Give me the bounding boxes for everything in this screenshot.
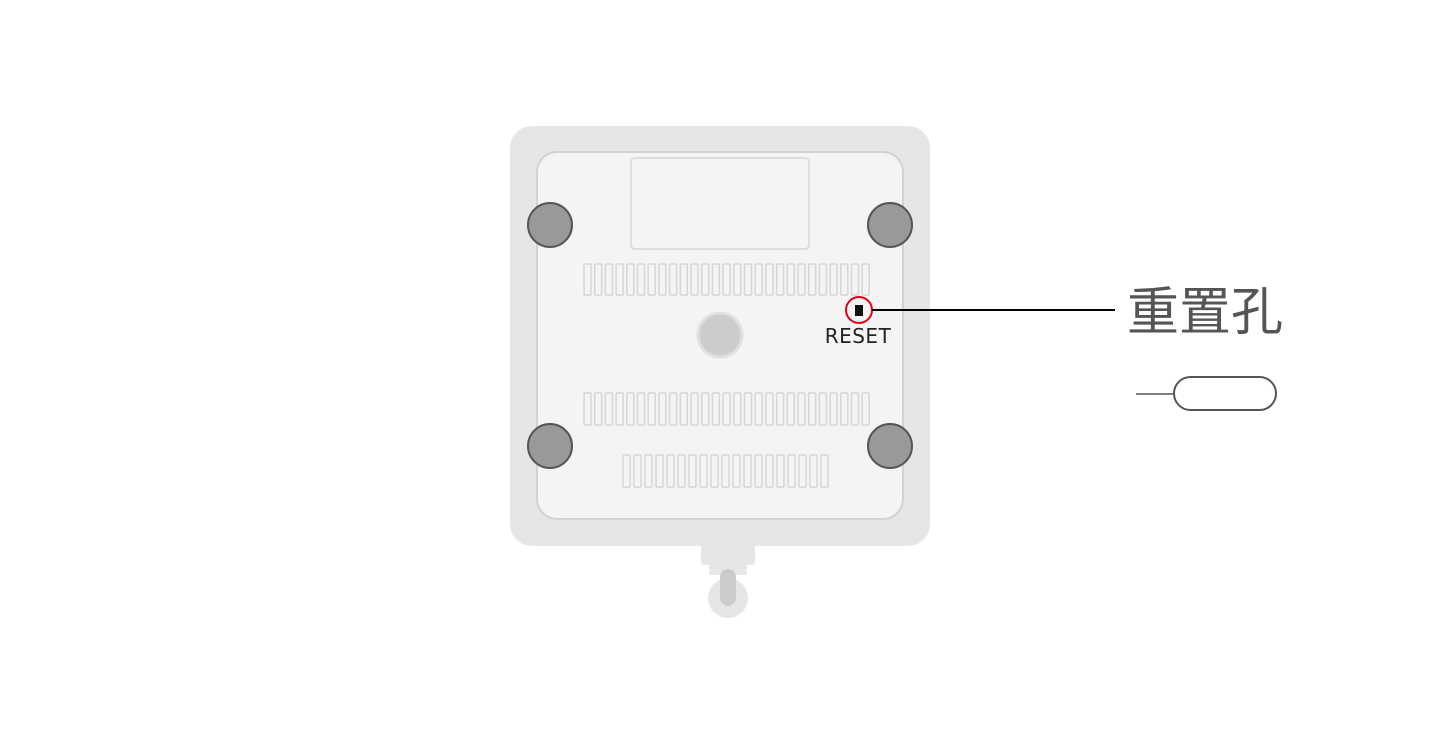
vent-slot [658, 263, 667, 296]
vent-slot [690, 263, 699, 296]
foot-bottom-left [527, 423, 573, 469]
vent-slot [690, 392, 699, 426]
vent-slot [797, 263, 806, 296]
vent-slot [743, 392, 753, 426]
vent-slot [668, 263, 678, 296]
vent-slot [829, 263, 838, 296]
vent-slot [798, 454, 807, 488]
foot-bottom-right [867, 423, 913, 469]
vent-slot [820, 454, 829, 488]
vent-slot [593, 263, 603, 296]
vent-slot [861, 392, 870, 426]
vent-slot [636, 263, 646, 296]
vent-slot [786, 263, 796, 296]
vent-slot [593, 392, 603, 426]
vent-slot [636, 392, 646, 426]
vent-slot [829, 392, 838, 426]
vent-slot [818, 263, 828, 296]
vent-slot [807, 392, 817, 426]
vent-slot [626, 263, 635, 296]
vent-slot [850, 392, 860, 426]
vent-slot [615, 392, 624, 426]
vent-slot [583, 392, 592, 426]
vent-slot [733, 392, 742, 426]
vent-slot [840, 263, 849, 296]
vent-slot [710, 454, 719, 488]
vent-slot [840, 392, 849, 426]
vent-slot [622, 454, 631, 488]
vent-slot [647, 263, 656, 296]
vent-slot [679, 392, 689, 426]
reset-button-label: RESET [825, 324, 892, 348]
vent-slot [688, 454, 697, 488]
vent-slot [775, 392, 785, 426]
vent-slot [861, 263, 870, 296]
vent-slot [666, 454, 675, 488]
vent-slot [797, 392, 806, 426]
center-knob [696, 311, 744, 359]
vent-slot [721, 454, 730, 488]
vent-slot [765, 454, 774, 488]
vent-slot [583, 263, 592, 296]
vent-slot [809, 454, 818, 488]
vent-slot [754, 392, 763, 426]
vent-slot [850, 263, 860, 296]
vent-slot [604, 263, 614, 296]
foot-top-left [527, 202, 573, 248]
vent-slot [644, 454, 653, 488]
vent-slot [743, 263, 753, 296]
vent-slot [722, 263, 731, 296]
vent-slot [626, 392, 635, 426]
vent-slot [786, 392, 796, 426]
vent-slot [711, 392, 721, 426]
foot-top-right [867, 202, 913, 248]
vent-slot [775, 263, 785, 296]
vent-slot [615, 263, 624, 296]
vent-slot [700, 263, 710, 296]
vent-slot [604, 392, 614, 426]
vent-slot [679, 263, 689, 296]
callout-label: 重置孔 [1127, 283, 1283, 343]
vent-slot [765, 263, 774, 296]
vent-slot [776, 454, 785, 488]
vent-slot [677, 454, 686, 488]
vent-slot [754, 263, 763, 296]
vent-slot [754, 454, 763, 488]
vent-slot [732, 454, 741, 488]
vent-row-middle [583, 392, 870, 426]
vent-slot [647, 392, 656, 426]
reset-hole [855, 305, 863, 316]
vent-row-bottom [622, 454, 829, 488]
vent-slot [722, 392, 731, 426]
label-plate [630, 157, 810, 250]
vent-slot [765, 392, 774, 426]
vent-slot [743, 454, 752, 488]
vent-slot [699, 454, 708, 488]
vent-slot [633, 454, 642, 488]
vent-slot [655, 454, 664, 488]
vent-slot [658, 392, 667, 426]
vent-row-top [583, 263, 870, 296]
sim-eject-pin-icon [1136, 376, 1277, 411]
vent-slot [787, 454, 796, 488]
vent-slot [700, 392, 710, 426]
vent-slot [818, 392, 828, 426]
vent-slot [733, 263, 742, 296]
vent-slot [807, 263, 817, 296]
cable-connector [701, 545, 755, 618]
vent-slot [668, 392, 678, 426]
vent-slot [711, 263, 721, 296]
